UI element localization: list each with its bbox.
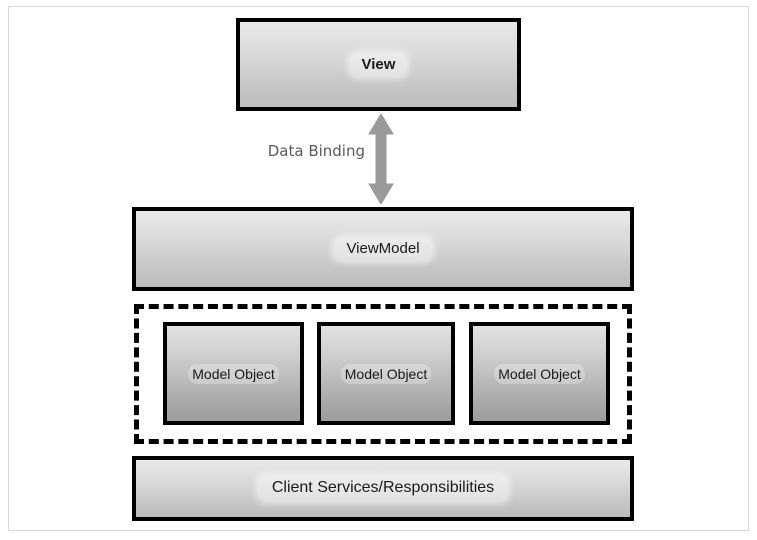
- model-group-dashed-border: [134, 304, 632, 444]
- node-model-object-3: Model Object: [469, 322, 610, 425]
- node-model-object-3-label: Model Object: [494, 363, 585, 384]
- node-view: View: [236, 18, 521, 111]
- data-binding-label: Data Binding: [267, 142, 365, 160]
- node-model-object-2-label: Model Object: [340, 363, 432, 384]
- node-view-label: View: [349, 52, 408, 77]
- node-client-services: Client Services/Responsibilities: [132, 456, 634, 521]
- node-model-object-1: Model Object: [163, 322, 304, 425]
- node-model-object-2: Model Object: [317, 322, 455, 425]
- node-viewmodel-label: ViewModel: [334, 237, 432, 261]
- data-binding-arrow: [368, 113, 394, 205]
- node-model-object-1-label: Model Object: [188, 363, 279, 384]
- node-viewmodel: ViewModel: [132, 207, 634, 291]
- node-client-services-label: Client Services/Responsibilities: [257, 475, 509, 502]
